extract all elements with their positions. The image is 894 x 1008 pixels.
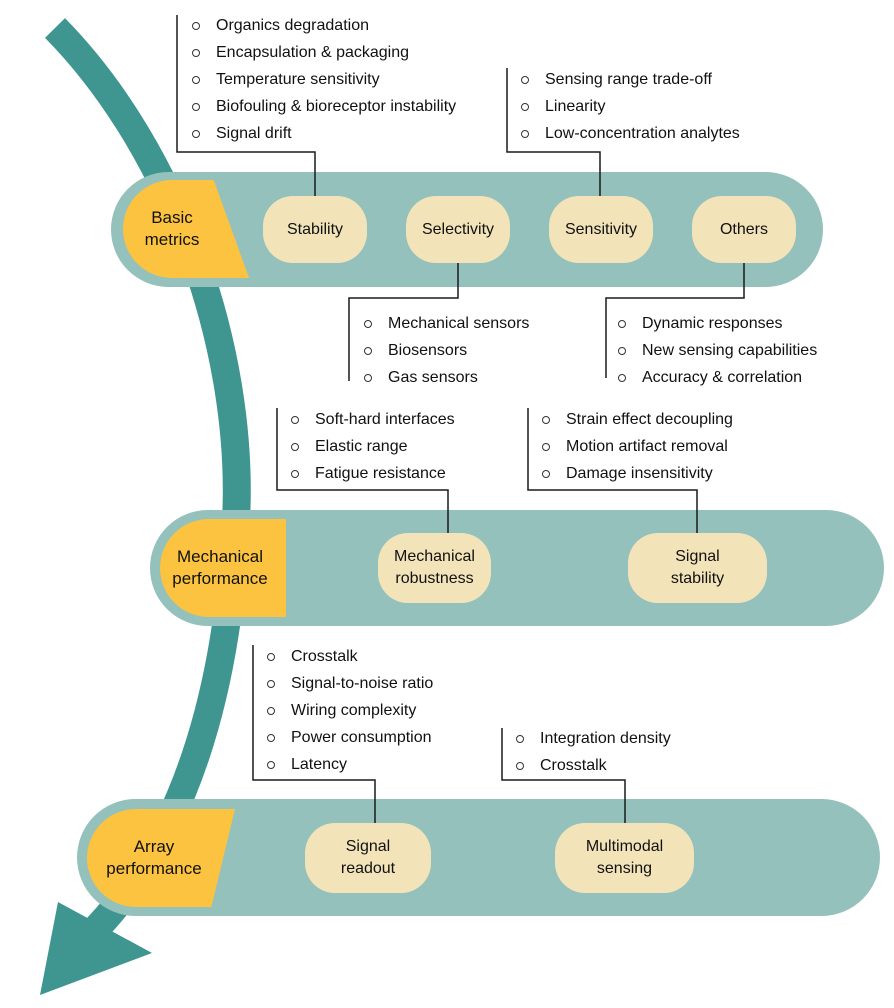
tier-basic-metrics-label: Basic metrics: [123, 180, 249, 278]
detail-list-stability: Organics degradation Encapsulation & pac…: [190, 12, 456, 147]
tier-mechanical-performance-label: Mechanical performance: [160, 519, 286, 617]
list-item: Crosstalk: [265, 643, 433, 670]
detail-list-others: Dynamic responses New sensing capabiliti…: [616, 310, 817, 391]
list-item: Encapsulation & packaging: [190, 39, 456, 66]
metric-sensitivity: Sensitivity: [549, 196, 653, 263]
list-item: New sensing capabilities: [616, 337, 817, 364]
detail-list-sensitivity: Sensing range trade-off Linearity Low-co…: [519, 66, 740, 147]
list-item: Accuracy & correlation: [616, 364, 817, 391]
list-item: Biofouling & bioreceptor instability: [190, 93, 456, 120]
list-item: Soft-hard interfaces: [289, 406, 455, 433]
list-item: Mechanical sensors: [362, 310, 529, 337]
list-item: Wiring complexity: [265, 697, 433, 724]
detail-list-mechanical-robustness: Soft-hard interfaces Elastic range Fatig…: [289, 406, 455, 487]
list-item: Low-concentration analytes: [519, 120, 740, 147]
list-item: Linearity: [519, 93, 740, 120]
list-item: Gas sensors: [362, 364, 529, 391]
list-item: Damage insensitivity: [540, 460, 733, 487]
detail-list-multimodal-sensing: Integration density Crosstalk: [514, 725, 671, 779]
arrow-head: [40, 902, 152, 995]
metric-signal-stability: Signal stability: [628, 533, 767, 603]
detail-list-selectivity: Mechanical sensors Biosensors Gas sensor…: [362, 310, 529, 391]
list-item: Integration density: [514, 725, 671, 752]
detail-list-signal-readout: Crosstalk Signal-to-noise ratio Wiring c…: [265, 643, 433, 778]
list-item: Fatigue resistance: [289, 460, 455, 487]
list-item: Temperature sensitivity: [190, 66, 456, 93]
list-item: Strain effect decoupling: [540, 406, 733, 433]
metric-signal-readout: Signal readout: [305, 823, 431, 893]
list-item: Biosensors: [362, 337, 529, 364]
list-item: Sensing range trade-off: [519, 66, 740, 93]
list-item: Signal drift: [190, 120, 456, 147]
list-item: Latency: [265, 751, 433, 778]
list-item: Elastic range: [289, 433, 455, 460]
metric-stability: Stability: [263, 196, 367, 263]
detail-list-signal-stability: Strain effect decoupling Motion artifact…: [540, 406, 733, 487]
list-item: Signal-to-noise ratio: [265, 670, 433, 697]
list-item: Organics degradation: [190, 12, 456, 39]
metric-mechanical-robustness: Mechanical robustness: [378, 533, 491, 603]
list-item: Motion artifact removal: [540, 433, 733, 460]
list-item: Dynamic responses: [616, 310, 817, 337]
metric-multimodal-sensing: Multimodal sensing: [555, 823, 694, 893]
list-item: Crosstalk: [514, 752, 671, 779]
list-item: Power consumption: [265, 724, 433, 751]
metric-selectivity: Selectivity: [406, 196, 510, 263]
tier-array-performance-label: Array performance: [87, 809, 235, 907]
metric-others: Others: [692, 196, 796, 263]
